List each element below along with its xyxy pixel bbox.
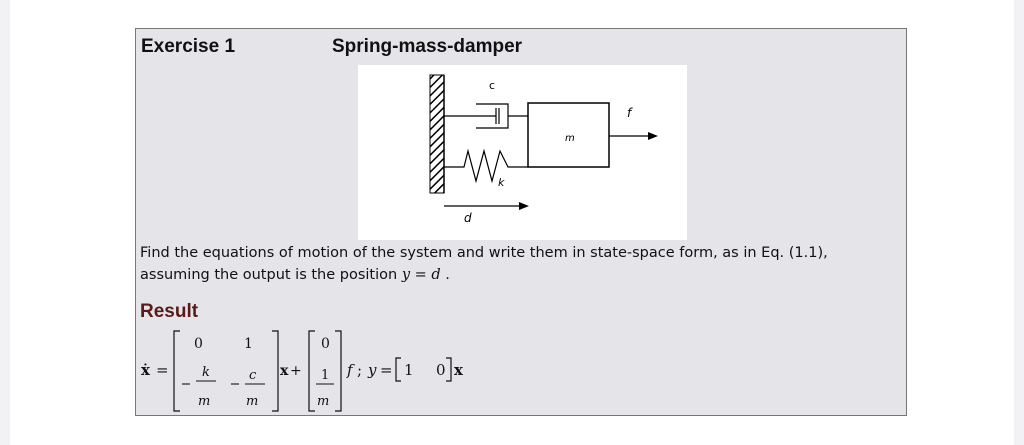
displacement-arrowhead xyxy=(519,202,529,210)
exercise-subtitle: Spring-mass-damper xyxy=(332,36,523,57)
eq-y: y xyxy=(367,361,377,379)
C-1: 1 xyxy=(404,361,414,379)
eq-equals-2: = xyxy=(380,361,393,379)
C-bracket-left xyxy=(395,357,401,382)
damper xyxy=(444,103,528,129)
eq-plus: + xyxy=(290,363,302,379)
A-bracket-left xyxy=(173,330,180,412)
problem-line-2-prefix: assuming the output is the position xyxy=(140,267,402,283)
problem-line-2: assuming the output is the position y = … xyxy=(140,264,828,286)
result-heading: Result xyxy=(140,301,199,322)
page: Exercise 1 Spring-mass-damper xyxy=(10,0,1014,445)
mass-label: m xyxy=(565,133,575,144)
spring xyxy=(444,148,528,184)
displacement-label: d xyxy=(464,211,472,225)
A-r2c2-num: c xyxy=(249,368,257,383)
B-r2-num: 1 xyxy=(321,368,329,383)
spring-mass-damper-figure: c k m f d xyxy=(358,65,687,240)
damper-label: c xyxy=(489,79,495,92)
spring-label: k xyxy=(498,176,505,189)
exercise-box: Exercise 1 Spring-mass-damper xyxy=(135,28,907,416)
problem-text: Find the equations of motion of the syst… xyxy=(140,242,828,286)
problem-line-2-suffix: . xyxy=(440,267,450,283)
A-r1c2: 1 xyxy=(244,336,253,352)
exercise-title: Exercise 1 xyxy=(141,36,236,57)
force-arrowhead xyxy=(648,132,658,140)
B-bracket-left xyxy=(308,330,315,412)
mass-block xyxy=(527,102,610,168)
eq-x-1: x xyxy=(280,363,289,379)
force-label: f xyxy=(627,106,633,120)
eq-xdot: ẋ xyxy=(141,361,151,379)
B-r2-den: m xyxy=(317,394,329,409)
eq-semicolon: ; xyxy=(357,361,362,379)
figure-svg: c k m f d xyxy=(429,74,658,225)
B-r1: 0 xyxy=(321,336,330,352)
eq-equals-1: = xyxy=(156,361,169,379)
A-r2c1-num: k xyxy=(202,365,210,380)
wall-hatch xyxy=(429,74,445,194)
A-r2c2-den: m xyxy=(246,394,258,409)
state-space-equation: ẋ = 0 1 k m c m x + 0 1 m f ; y xyxy=(141,330,464,412)
A-bracket-right xyxy=(272,330,279,412)
problem-output-equation: y = d xyxy=(401,267,441,283)
C-bracket-right xyxy=(446,357,452,382)
eq-x-2: x xyxy=(454,361,464,379)
eq-f: f xyxy=(346,361,355,379)
B-bracket-right xyxy=(335,330,342,412)
A-r2c1-den: m xyxy=(198,394,210,409)
C-2: 0 xyxy=(436,361,446,379)
problem-line-1: Find the equations of motion of the syst… xyxy=(140,245,828,261)
A-r1c1: 0 xyxy=(194,336,203,352)
